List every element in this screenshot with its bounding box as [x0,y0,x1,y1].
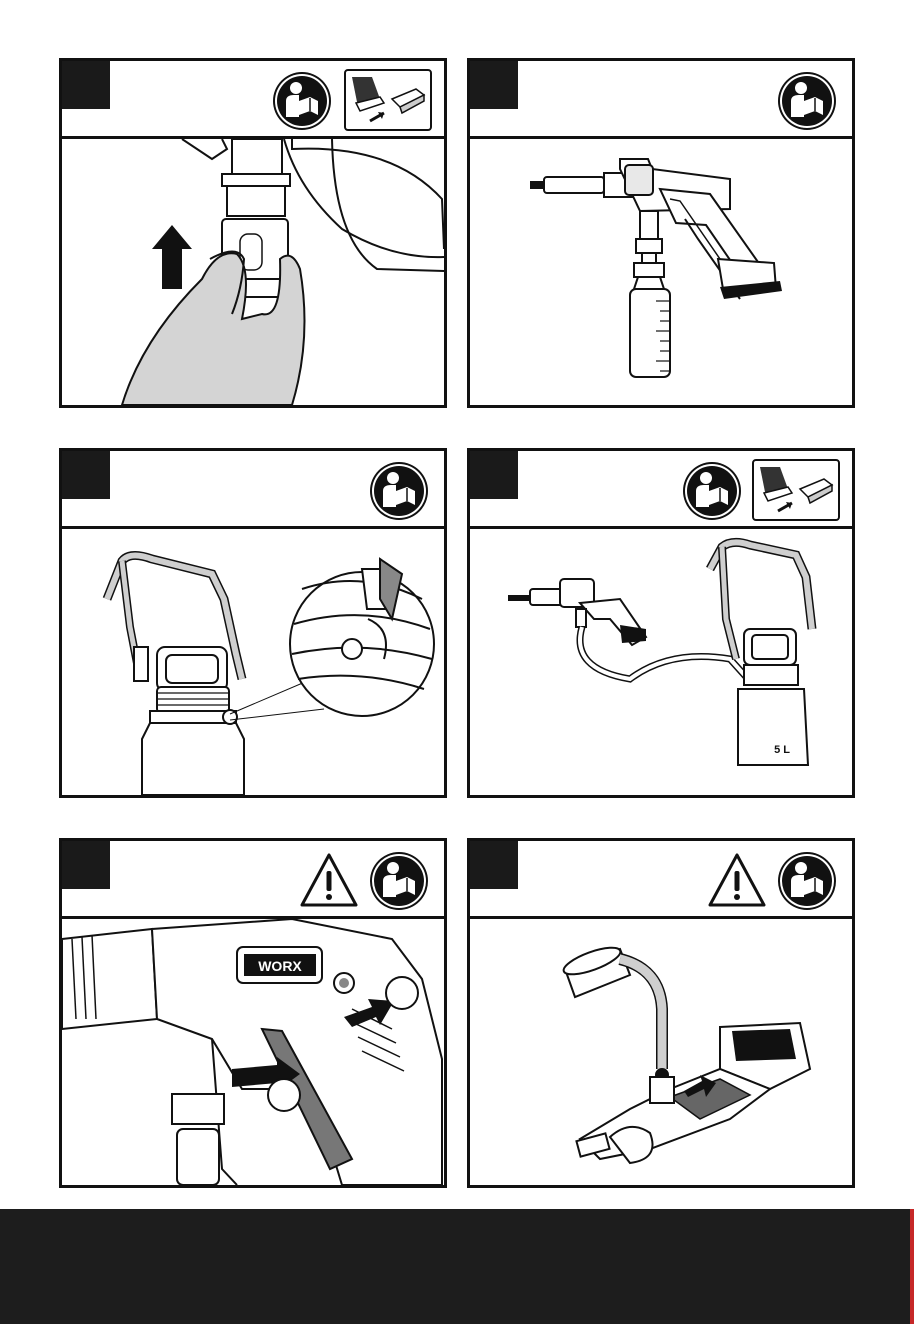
panel-header [62,841,444,919]
read-manual-icon [369,851,429,911]
illustration-hose-to-container: 5 L [470,529,852,795]
read-manual-icon [777,71,837,131]
step-number-box [62,841,110,889]
step-number-box [470,841,518,889]
read-manual-icon [369,461,429,521]
illustration-attach-bottle [62,139,444,405]
step-number-box [62,61,110,109]
illustration-shoulder-strap [62,529,444,795]
warning-icon [706,851,768,911]
read-manual-icon [682,461,742,521]
footer-bar [0,1209,914,1324]
panel-header [470,451,852,529]
remove-battery-icon [752,459,840,521]
step-number-box [470,451,518,499]
container-volume-label: 5 L [774,744,790,756]
illustration-fill-water [470,919,852,1185]
read-manual-icon [272,71,332,131]
panel-header [62,61,444,139]
remove-battery-icon [344,69,432,131]
step-panel-2 [467,58,855,408]
illustration-trigger-lock: WORX [62,919,444,1185]
illustration-sprayer-with-bottle [470,139,852,405]
step-panel-1 [59,58,447,408]
step-panel-3 [59,448,447,798]
step-number-box [470,61,518,109]
step-panel-4: 5 L [467,448,855,798]
step-panel-6 [467,838,855,1188]
panel-header [470,61,852,139]
step-panel-5: WORX [59,838,447,1188]
footer-accent [910,1209,914,1324]
step-number-box [62,451,110,499]
brand-logo: WORX [258,958,302,974]
warning-icon [298,851,360,911]
panel-header [62,451,444,529]
panel-header [470,841,852,919]
read-manual-icon [777,851,837,911]
